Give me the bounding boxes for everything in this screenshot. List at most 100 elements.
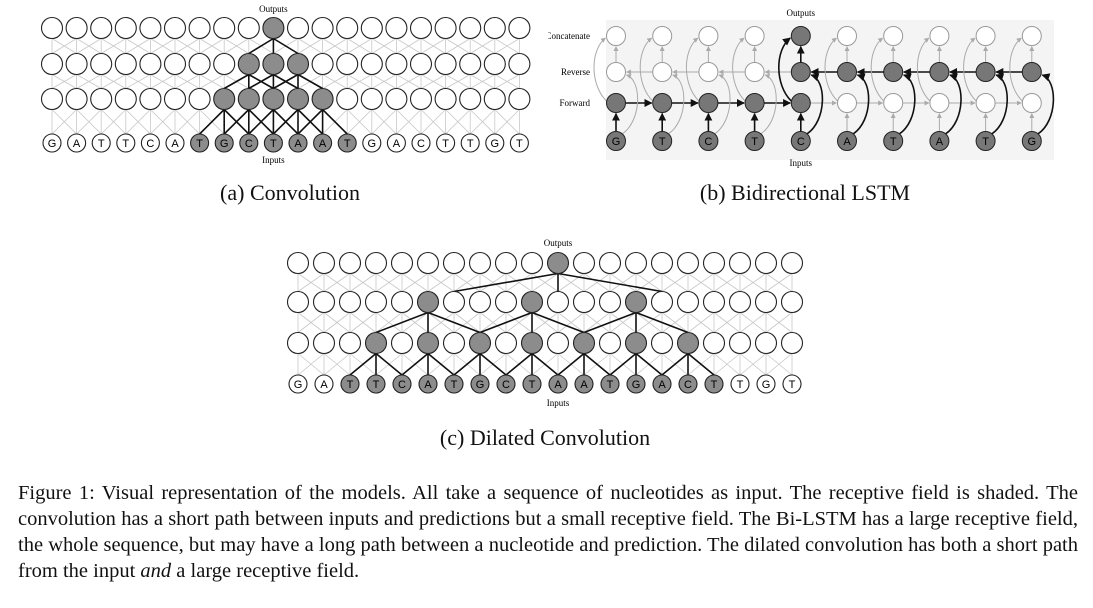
grid-connection [427,273,455,292]
grid-connection [531,312,559,333]
grid-connection [297,353,325,376]
input-nucleotide-label: T [711,379,718,391]
receptive-field-connection [375,311,429,334]
input-to-reverse-arrow [621,74,639,135]
input-nucleotide-label: T [373,379,380,391]
input-to-reverse-arrow [991,73,1008,135]
input-node [214,133,234,153]
output-node [508,16,531,40]
input-node [574,374,594,394]
output-node [338,251,362,275]
hidden-node [442,290,466,314]
input-node [386,133,406,153]
input-node [337,133,357,153]
output-node [702,251,726,275]
input-to-reverse-arrow [667,74,685,135]
forward-to-concatenate-arrow [778,37,792,102]
input-nucleotide-label: T [737,379,744,391]
hidden-node [338,331,362,355]
hidden-node [213,87,236,111]
reverse-node [975,62,996,82]
reverse-node [606,62,626,82]
output-node [676,251,700,275]
input-nucleotide-label: T [467,138,474,150]
forward-to-concatenate-arrow [870,37,885,102]
hidden-node [572,331,596,355]
input-nucleotide-label: T [982,136,989,148]
input-nucleotide-label: T [751,136,758,148]
grid-connection [174,74,200,89]
forward-node [606,93,626,113]
grid-connection [323,312,351,333]
concatenate-node [606,26,626,46]
forward-node [744,93,765,113]
forward-to-concatenate-arrow [824,37,838,102]
output-node [262,16,285,40]
output-node [754,251,778,275]
hidden-node [237,87,260,111]
receptive-field-connection [609,352,637,376]
output-node [188,16,211,40]
receptive-field-connection [453,352,481,376]
grid-connection [713,353,741,376]
input-node [678,374,698,394]
grid-connection [765,312,793,333]
input-nucleotide-label: A [294,138,302,150]
hidden-node [598,331,622,355]
grid-connection [420,109,446,135]
grid-connection [420,38,446,54]
input-node [165,133,185,153]
input-to-reverse-arrow [714,74,731,135]
hidden-node [459,87,482,111]
forward-node [652,93,673,113]
hidden-node [360,52,383,76]
input-nucleotide-label: A [73,138,81,150]
input-node [600,374,620,394]
grid-connection [323,353,351,376]
concatenate-node [837,26,857,46]
grid-connection [445,74,471,89]
grid-connection [396,38,422,54]
input-nucleotide-label: A [319,138,327,150]
forward-node [1021,93,1042,113]
input-nucleotide-label: C [502,379,510,391]
receptive-field-connection [583,311,637,334]
inputs-label: Inputs [262,155,285,165]
receptive-field-connection [427,311,481,334]
input-node [436,133,456,153]
input-nucleotide-label: A [393,138,401,150]
output-node [442,251,466,275]
hidden-node [416,331,440,355]
input-nucleotide-label: A [580,379,588,391]
grid-connection [713,312,741,333]
forward-to-concatenate-arrow [1009,37,1023,102]
hidden-node [312,290,336,314]
hidden-node [546,290,570,314]
output-node [40,16,64,40]
hidden-node [624,290,648,314]
hidden-node [40,52,64,76]
concatenate-node [929,26,950,46]
input-node [522,374,542,394]
grid-connection [687,273,715,292]
grid-connection [297,312,325,333]
input-nucleotide-label: T [516,138,523,150]
concatenate-node [790,26,811,46]
output-node [385,16,408,40]
output-node [286,16,310,40]
input-node [496,374,516,394]
input-node [509,133,529,153]
outputs-label: Outputs [259,4,288,14]
receptive-field-connection [273,73,299,90]
input-nucleotide-label: C [146,138,154,150]
row-label-reverse: Reverse [561,67,590,77]
input-nucleotide-label: G [1028,136,1037,148]
forward-node [883,93,904,113]
hidden-node [90,87,113,111]
hidden-node [336,87,359,111]
grid-connection [297,273,325,292]
